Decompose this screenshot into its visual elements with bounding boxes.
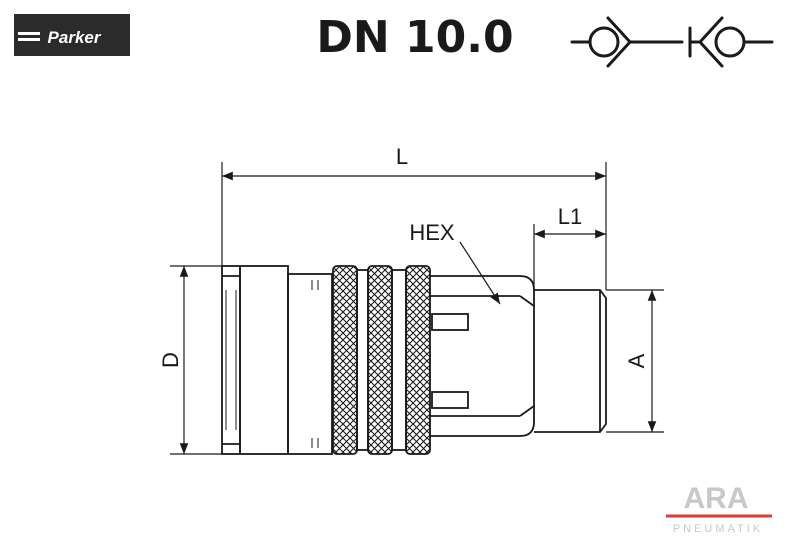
- dimension-label-hex: HEX: [409, 220, 455, 245]
- coupling-outline: [221, 265, 333, 455]
- watermark-subtitle: PNEUMATIK: [673, 523, 763, 535]
- thread-section: [534, 289, 607, 433]
- dimension-label-length: L: [396, 144, 408, 169]
- quick-coupling-symbol-icon: [570, 16, 774, 68]
- knurled-rings: [332, 265, 431, 455]
- page-title: DN 10.0: [316, 12, 514, 63]
- coupling-technical-drawing: L L1 HEX D A: [158, 144, 664, 455]
- ara-pneumatik-watermark: ARA PNEUMATIK: [666, 482, 772, 535]
- dimension-label-diameter: D: [158, 352, 183, 368]
- watermark-brand: ARA: [684, 482, 749, 515]
- svg-text:Parker: Parker: [48, 28, 102, 47]
- hex-section: [430, 275, 535, 437]
- dimension-label-thread: A: [624, 353, 649, 368]
- dimension-lines: [170, 162, 664, 455]
- parker-logo: Parker: [14, 14, 130, 56]
- dimension-label-thread-length: L1: [558, 204, 582, 229]
